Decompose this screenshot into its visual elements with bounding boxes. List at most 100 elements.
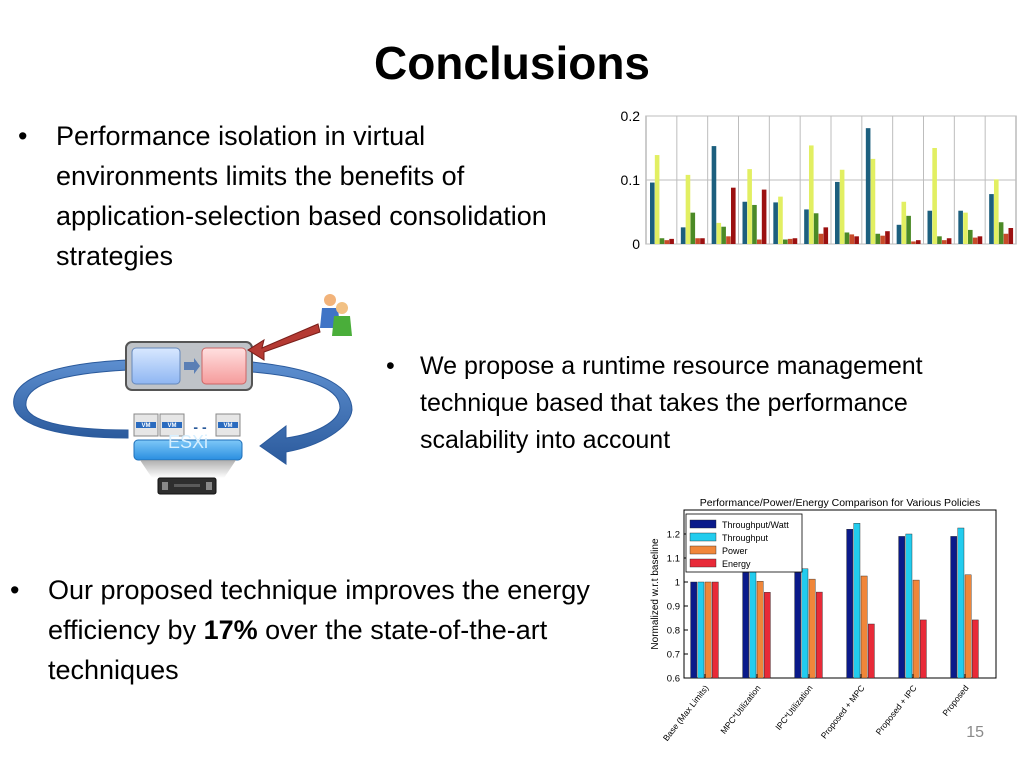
bullet-runtime-technique: • We propose a runtime resource manageme… <box>386 348 1010 459</box>
bar <box>813 213 819 244</box>
esxi-shadow <box>140 460 236 478</box>
bullet-glyph: • <box>18 121 28 151</box>
bar <box>747 169 752 244</box>
bar <box>697 581 705 679</box>
x-tick-label: MPC*Utilization <box>718 683 762 736</box>
bar <box>787 238 793 244</box>
vm-label: VM <box>142 423 151 429</box>
y-tick-label: 1.1 <box>667 554 680 565</box>
bar <box>700 238 705 244</box>
bar <box>763 592 771 679</box>
bar <box>946 238 952 244</box>
bar <box>669 238 674 244</box>
legend-swatch <box>689 532 717 542</box>
bullet-energy-efficiency: • Our proposed technique improves the en… <box>10 570 628 690</box>
bar <box>716 222 722 244</box>
bar <box>989 194 994 244</box>
bar <box>664 240 670 244</box>
cycle-arrow-right <box>251 361 353 465</box>
bar <box>964 574 972 679</box>
bar <box>915 240 921 244</box>
bar <box>854 236 859 244</box>
bar <box>721 226 726 244</box>
y-tick-label: 0.7 <box>667 650 680 661</box>
bar <box>860 575 868 679</box>
bullet-text-pre: Our proposed technique improves the ener… <box>48 575 590 645</box>
bar <box>957 527 965 679</box>
bar <box>853 523 861 679</box>
bar <box>875 233 881 244</box>
bar <box>870 158 876 244</box>
bar <box>880 235 885 244</box>
vm-label: VM <box>168 423 177 429</box>
x-tick-label: Base (Max Limits) <box>661 683 711 743</box>
bar <box>730 187 736 244</box>
bar <box>752 204 757 244</box>
y-tick-label: 0.8 <box>667 626 680 637</box>
bar <box>711 581 719 679</box>
slide-title: Conclusions <box>373 37 651 89</box>
y-tick-label: 1.2 <box>667 530 680 541</box>
bullet-text-bold: 17% <box>203 615 258 645</box>
bar <box>972 619 979 679</box>
vm-ellipsis: - - <box>193 419 207 435</box>
bar <box>695 238 700 244</box>
y-tick-label: 0.9 <box>667 602 680 613</box>
bar <box>839 169 845 244</box>
legend-label: Throughput/Watt <box>722 520 789 530</box>
bar <box>849 234 855 244</box>
bar <box>963 212 968 244</box>
bar <box>659 238 665 244</box>
bar <box>778 196 783 244</box>
consolidation-diagram: VM VM VM - - ESXi <box>13 294 353 495</box>
bar <box>972 237 978 244</box>
x-tick-label: Proposed + MPC <box>819 683 867 740</box>
vm-tile: VM <box>133 413 159 437</box>
bar <box>1008 228 1014 244</box>
bar <box>749 570 757 679</box>
small-bar-chart: 00.10.2 <box>621 108 1017 252</box>
bar <box>680 227 686 244</box>
bar <box>905 533 913 679</box>
bar <box>1003 233 1009 244</box>
bar <box>896 224 902 244</box>
bar <box>950 536 958 679</box>
bar <box>650 182 655 244</box>
migrate-arrow-icon <box>184 358 200 374</box>
y-tick-label: 0.1 <box>621 172 641 188</box>
bar <box>654 155 660 244</box>
vm-tile: VM <box>159 413 185 437</box>
bar <box>756 581 764 679</box>
bar <box>756 239 762 244</box>
bar <box>711 146 717 244</box>
page-number: 15 <box>966 724 984 741</box>
bar <box>761 189 767 244</box>
legend-swatch <box>689 558 717 568</box>
bar <box>773 202 778 244</box>
y-tick-label: 0.6 <box>667 674 680 685</box>
legend-swatch <box>689 519 717 529</box>
bar <box>927 210 933 244</box>
legend-swatch <box>689 545 717 555</box>
bar <box>685 174 691 244</box>
bar <box>726 236 731 244</box>
vm-label: VM <box>224 423 233 429</box>
bar <box>690 581 697 679</box>
bar <box>792 238 798 244</box>
bar <box>794 572 802 679</box>
users-icon <box>320 294 352 336</box>
bar <box>920 619 927 679</box>
legend-label: Energy <box>722 559 751 569</box>
vm-box-red <box>201 347 247 385</box>
user-request-arrow <box>247 323 321 361</box>
bar <box>906 215 911 244</box>
y-tick-label: 0.2 <box>621 108 641 124</box>
bar <box>808 578 816 679</box>
bar <box>844 232 850 244</box>
esxi-label: ESXi <box>168 432 208 452</box>
bullet-performance-isolation: • Performance isolation in virtual envir… <box>18 116 576 276</box>
bar <box>977 236 983 244</box>
bar <box>865 128 871 244</box>
bar <box>815 591 823 679</box>
bullet-text: Performance isolation in virtual environ… <box>56 121 547 271</box>
